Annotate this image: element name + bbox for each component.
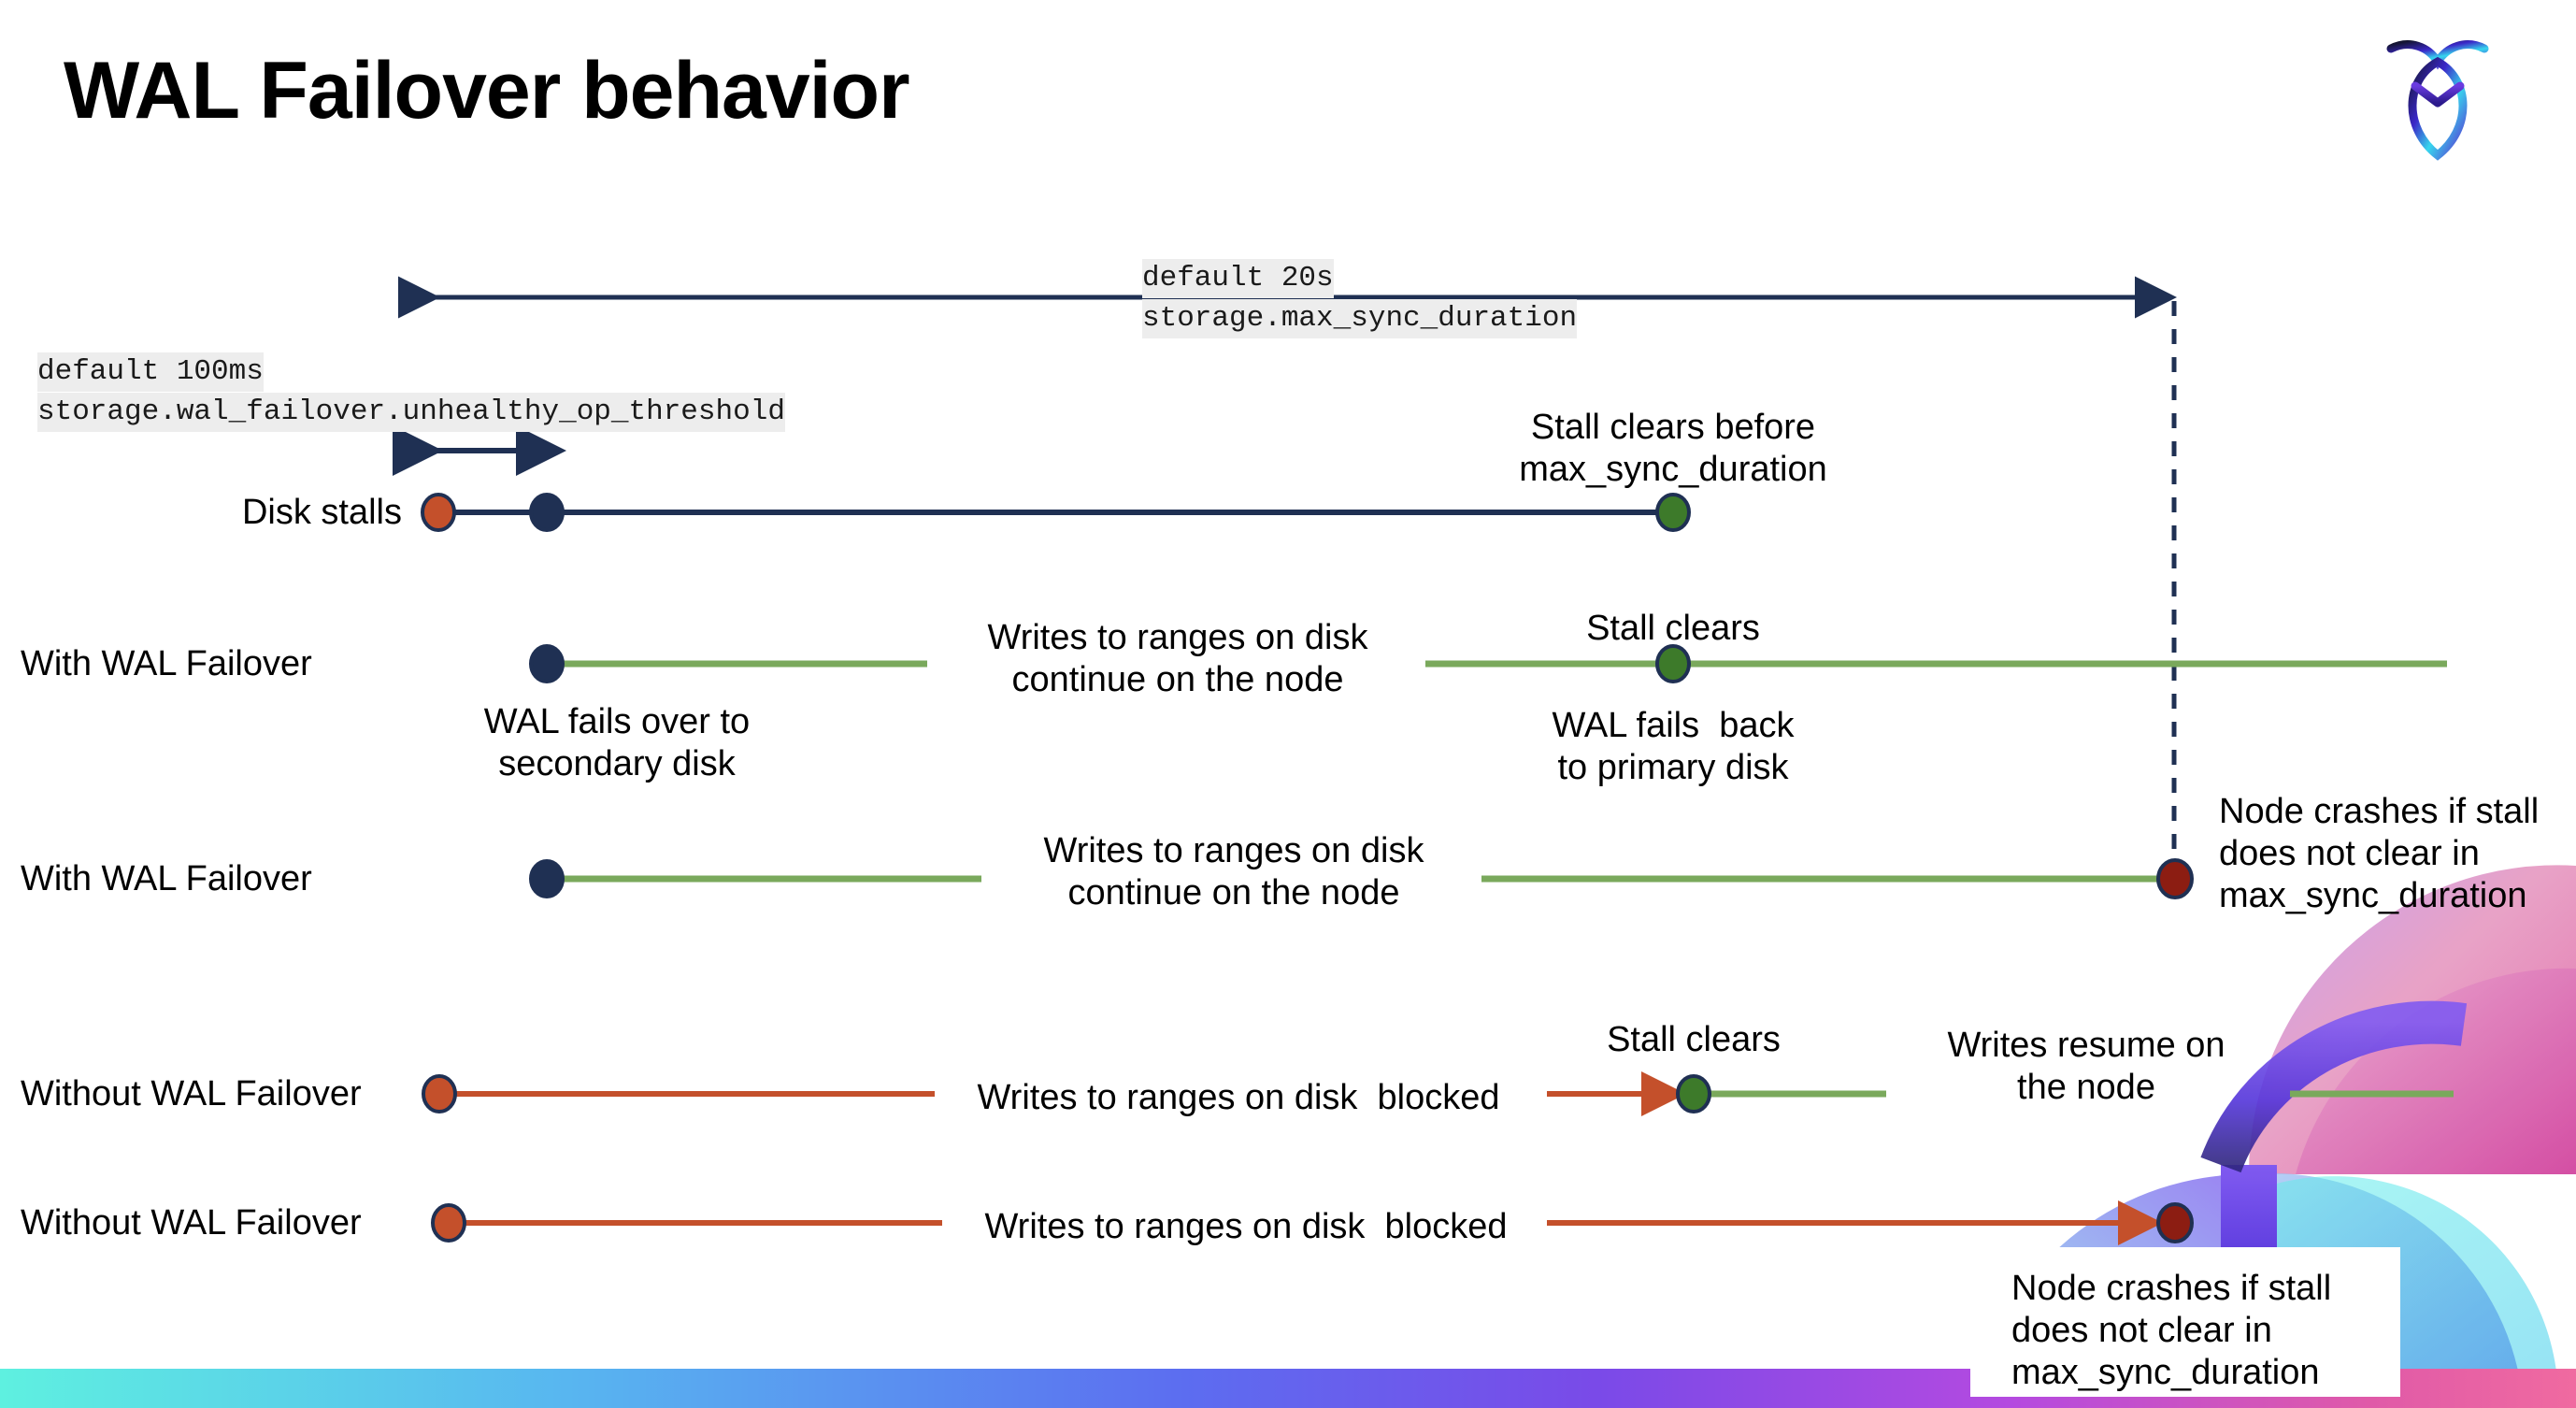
note-writes-continue-1: Writes to ranges on disk continue on the…: [987, 618, 1368, 699]
no-failover-1-start-dot: [422, 1074, 457, 1113]
row-label-with-wal-failover-2: With WAL Failover: [21, 859, 312, 898]
row-label-with-wal-failover-1: With WAL Failover: [21, 644, 312, 683]
max-sync-setting-label: storage.max_sync_duration: [1142, 299, 1578, 339]
note-node-crashes-2: Node crashes if stall does not clear in …: [2011, 1269, 2332, 1392]
no-failover-2-crash-dot: [2156, 1202, 2194, 1243]
note-wal-fails-back: WAL fails back to primary disk: [1552, 706, 1795, 787]
no-failover-2-start-dot: [431, 1203, 466, 1243]
page-title: WAL Failover behavior: [64, 46, 910, 136]
max-sync-default-label: default 20s: [1142, 259, 1334, 299]
wal-failover-1-start-dot: [529, 644, 565, 683]
row-label-without-wal-failover-2: Without WAL Failover: [21, 1203, 362, 1243]
disk-stalls-start-dot: [421, 493, 456, 532]
note-wal-fails-over: WAL fails over to secondary disk: [483, 702, 751, 783]
note-stall-clears-before: Stall clears before max_sync_duration: [1519, 408, 1827, 489]
note-node-crashes-2-box: [1970, 1247, 2400, 1397]
note-node-crashes-1: Node crashes if stall does not clear in …: [2219, 792, 2540, 915]
disk-stalls-clear-dot: [1655, 493, 1691, 532]
note-writes-blocked-1: Writes to ranges on disk blocked: [977, 1078, 1500, 1117]
note-writes-continue-2: Writes to ranges on disk continue on the…: [1043, 831, 1424, 912]
note-writes-resume: Writes resume on the node: [1947, 1026, 2225, 1107]
wal-failover-2-start-dot: [529, 859, 565, 898]
wal-failover-2-crash-dot: [2156, 858, 2194, 899]
note-writes-blocked-2: Writes to ranges on disk blocked: [984, 1207, 1508, 1246]
unhealthy-op-setting-label: storage.wal_failover.unhealthy_op_thresh…: [37, 393, 785, 433]
disk-stalls-failover-dot: [529, 493, 565, 532]
note-stall-clears-1: Stall clears: [1586, 609, 1760, 648]
row-label-disk-stalls: Disk stalls: [241, 493, 402, 532]
no-failover-1-clear-dot: [1676, 1074, 1711, 1113]
row-label-without-wal-failover-1: Without WAL Failover: [21, 1074, 362, 1113]
note-stall-clears-2: Stall clears: [1607, 1020, 1781, 1059]
wal-failover-1-clear-dot: [1655, 644, 1691, 683]
cockroachdb-logo-icon: [2386, 40, 2489, 161]
unhealthy-op-default-label: default 100ms: [37, 352, 264, 393]
